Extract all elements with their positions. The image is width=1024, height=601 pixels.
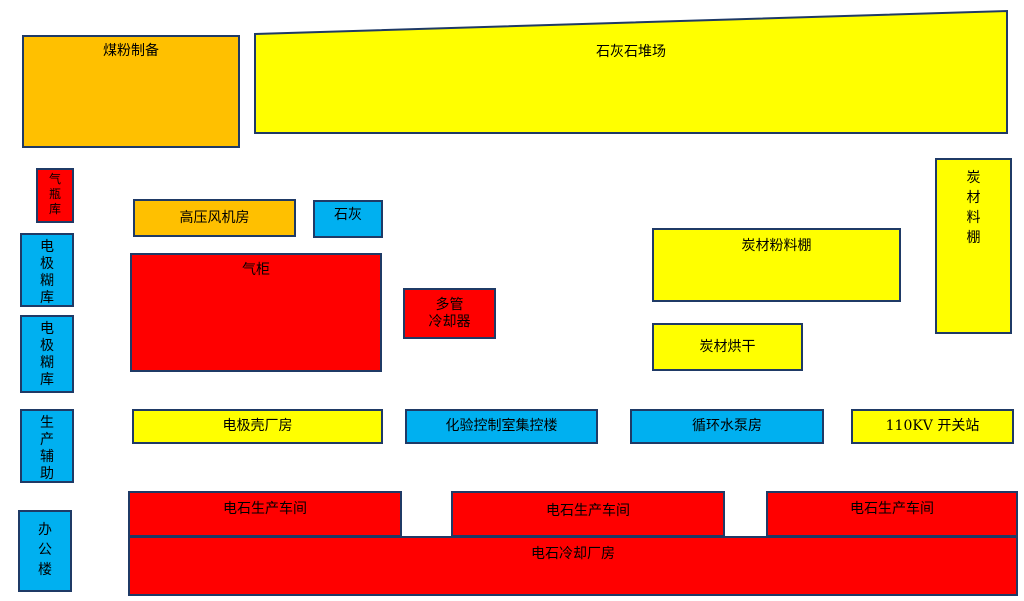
carbide-workshop-label-2: 电石生产车间 xyxy=(546,503,630,519)
limestone-yard-block: 石灰石堆场 xyxy=(253,9,1009,135)
gas-holder-block: 气柜 xyxy=(130,253,382,372)
circulating-pump-room-label: 循环水泵房 xyxy=(692,418,762,434)
carbon-shed-label: 炭材料棚 xyxy=(966,170,981,246)
circulating-pump-room-block: 循环水泵房 xyxy=(630,409,824,444)
multi-tube-cooler-label-2: 冷却器 xyxy=(428,313,471,330)
lime-label: 石灰 xyxy=(334,207,362,223)
carbide-workshop-block-2: 电石生产车间 xyxy=(451,491,725,537)
limestone-yard-label: 石灰石堆场 xyxy=(596,44,666,60)
production-aux-label: 生产辅助 xyxy=(40,415,54,482)
carbide-workshop-label-1: 电石生产车间 xyxy=(223,501,307,517)
lab-control-building-label: 化验控制室集控楼 xyxy=(445,418,558,434)
carbide-cooling-plant-label: 电石冷却厂房 xyxy=(531,546,615,562)
electrode-shell-plant-block: 电极壳厂房 xyxy=(132,409,383,444)
electrode-paste-label-2: 电极糊库 xyxy=(40,321,54,388)
carbide-cooling-plant-block: 电石冷却厂房 xyxy=(128,536,1018,596)
lime-block: 石灰 xyxy=(313,200,383,238)
electrode-paste-block-2: 电极糊库 xyxy=(20,315,74,393)
switch-station-block: 110KV 开关站 xyxy=(851,409,1014,444)
carbide-workshop-block-3: 电石生产车间 xyxy=(766,491,1018,537)
office-building-block: 办公楼 xyxy=(18,510,72,592)
electrode-shell-plant-label: 电极壳厂房 xyxy=(222,418,293,434)
switch-station-label: 110KV 开关站 xyxy=(885,418,980,434)
coal-powder-block: 煤粉制备 xyxy=(22,35,240,148)
carbon-powder-shed-block: 炭材粉料棚 xyxy=(652,228,901,302)
lab-control-building-block: 化验控制室集控楼 xyxy=(405,409,598,444)
multi-tube-cooler-block: 多管 冷却器 xyxy=(403,288,496,339)
carbide-workshop-block-1: 电石生产车间 xyxy=(128,491,402,537)
gas-tank-storage-label: 气瓶库 xyxy=(48,172,61,216)
gas-tank-storage-block: 气瓶库 xyxy=(36,168,74,223)
hp-fan-room-block: 高压风机房 xyxy=(133,199,296,237)
carbide-workshop-label-3: 电石生产车间 xyxy=(850,501,934,517)
carbon-powder-shed-label: 炭材粉料棚 xyxy=(741,238,812,254)
electrode-paste-block-1: 电极糊库 xyxy=(20,233,74,307)
coal-powder-label: 煤粉制备 xyxy=(103,43,159,59)
carbon-drying-label: 炭材烘干 xyxy=(699,338,756,355)
carbon-drying-block: 炭材烘干 xyxy=(652,323,803,371)
hp-fan-room-label: 高压风机房 xyxy=(179,209,250,226)
office-building-label: 办公楼 xyxy=(38,522,52,578)
production-aux-block: 生产辅助 xyxy=(20,409,74,483)
multi-tube-cooler-label-1: 多管 xyxy=(435,296,464,313)
electrode-paste-label-1: 电极糊库 xyxy=(40,239,54,306)
gas-holder-label: 气柜 xyxy=(242,262,270,278)
limestone-yard-shape xyxy=(254,9,1008,134)
carbon-shed-block: 炭材料棚 xyxy=(935,158,1012,334)
